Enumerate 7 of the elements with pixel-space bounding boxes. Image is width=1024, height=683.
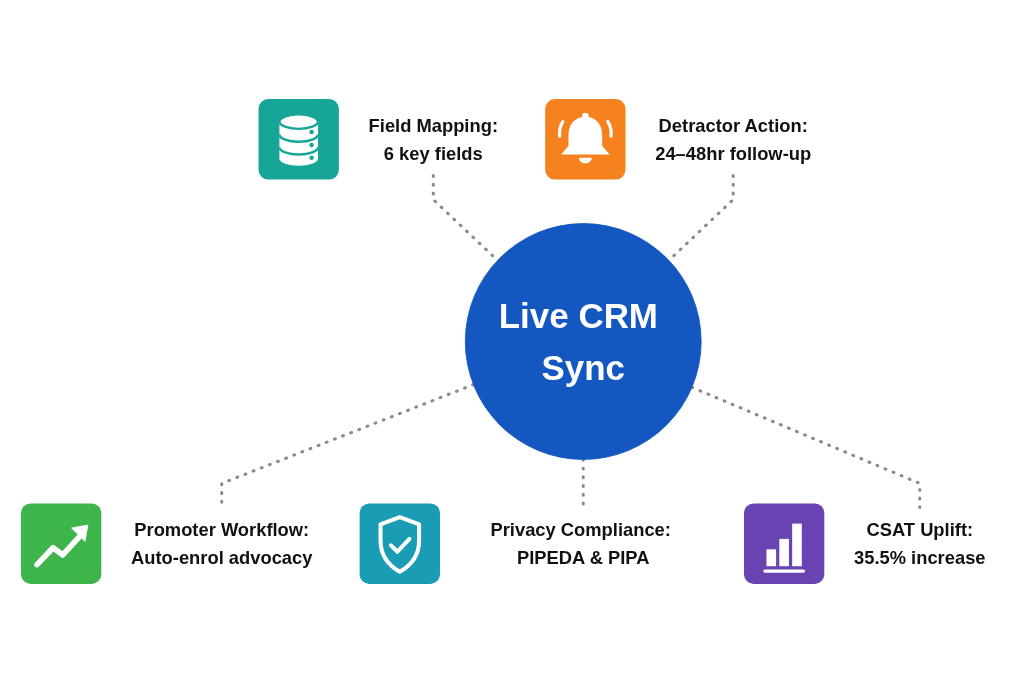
node-text: Detractor Action: 24–48hr follow-up [655, 115, 812, 163]
node-circle: Live CRM Sync [464, 223, 702, 460]
node-text: Field Mapping: 6 key fields [368, 115, 498, 163]
node-text: Privacy Compliance: PIPEDA & PIPA [490, 519, 671, 568]
node-text: Promoter Workflow: Auto-enrol advocacy [131, 519, 313, 568]
connector [690, 385, 922, 509]
node-text: CSAT Uplift: 35.5% increase [854, 519, 986, 568]
